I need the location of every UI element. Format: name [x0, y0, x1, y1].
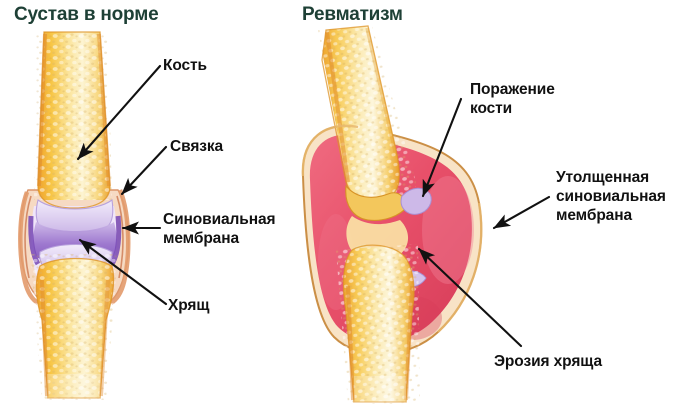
label-synovial-membrane: Синовиальная мембрана: [163, 211, 276, 247]
panel-title-normal: Сустав в норме: [14, 4, 159, 25]
rheumatic-joint-illustration: [301, 25, 483, 404]
arrow-cartilage: [78, 238, 168, 306]
label-cartilage: Хрящ: [168, 297, 210, 314]
label-bone-damage: Поражение кости: [470, 81, 555, 117]
label-cartilage-erosion: Эрозия хряща: [494, 353, 602, 370]
arrow-thickened-synovium: [492, 195, 551, 230]
label-ligament: Связка: [170, 138, 224, 155]
arrow-cartilage-erosion: [417, 247, 523, 348]
arrow-ligament: [120, 145, 168, 196]
annotation-arrows: [76, 64, 551, 348]
label-thickened-synovial-membrane: Утолщенная синовиальная мембрана: [556, 169, 666, 224]
panel-title-rheumatic: Ревматизм: [302, 4, 403, 25]
arrow-bone: [76, 64, 162, 161]
normal-joint-illustration: [18, 31, 131, 400]
label-bone: Кость: [163, 57, 207, 74]
arrow-bone-damage: [421, 97, 463, 198]
